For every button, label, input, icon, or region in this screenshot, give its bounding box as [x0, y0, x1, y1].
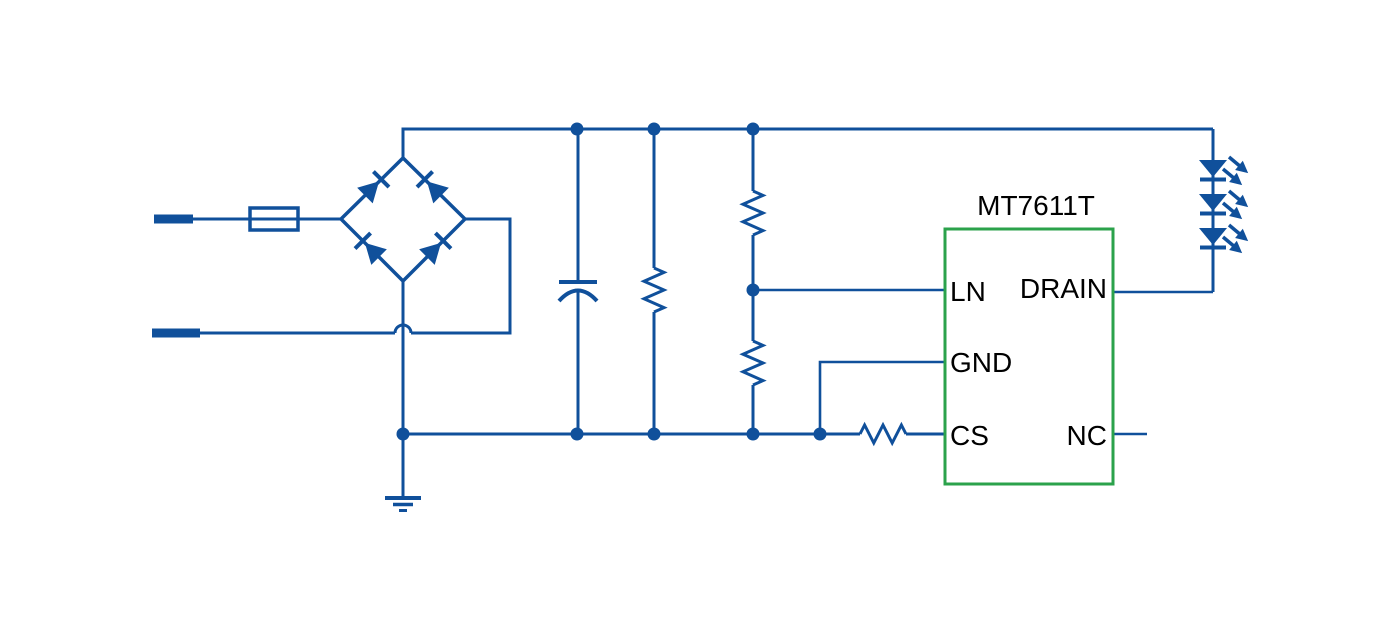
resistor-zigzag — [739, 339, 767, 387]
cap-plate-curved — [557, 288, 599, 303]
led-3-icon — [1197, 218, 1255, 260]
pin-label-ln: LN — [950, 276, 986, 307]
chip-mt7611t: MT7611T LN GND CS DRAIN NC — [943, 190, 1115, 486]
divider-resistor-upper — [739, 129, 767, 290]
junction-dots — [396, 122, 827, 441]
junction-dot — [746, 122, 760, 136]
bridge-rectifier — [338, 155, 468, 284]
filter-capacitor — [557, 129, 599, 434]
bleeder-resistor — [640, 129, 668, 434]
pin-label-nc: NC — [1067, 420, 1107, 451]
junction-dot — [570, 427, 584, 441]
current-sense-resistor — [858, 421, 945, 447]
bridge-diamond — [338, 155, 468, 284]
led-string — [1197, 129, 1255, 292]
resistor-zigzag — [858, 421, 908, 447]
pin-label-gnd: GND — [950, 347, 1012, 378]
wire-top-rail — [401, 127, 1213, 158]
wire-gnd-pin — [818, 360, 945, 434]
resistor-zigzag — [739, 189, 767, 237]
junction-dot — [396, 427, 410, 441]
junction-dot — [647, 122, 661, 136]
earth-ground-icon — [385, 496, 421, 512]
led-1-icon — [1197, 150, 1255, 192]
junction-dot — [647, 427, 661, 441]
divider-resistor-lower — [739, 290, 767, 434]
fuse — [248, 206, 300, 232]
wire-neutral-to-bridge — [411, 217, 512, 335]
junction-dot — [746, 283, 760, 297]
chip-title: MT7611T — [977, 190, 1095, 221]
junction-dot — [746, 427, 760, 441]
pin-label-cs: CS — [950, 420, 989, 451]
junction-dot — [813, 427, 827, 441]
led-2-icon — [1197, 184, 1255, 226]
pin-label-drain: DRAIN — [1020, 273, 1107, 304]
junction-dot — [570, 122, 584, 136]
chip-outline — [943, 227, 1115, 486]
resistor-zigzag — [640, 266, 668, 314]
